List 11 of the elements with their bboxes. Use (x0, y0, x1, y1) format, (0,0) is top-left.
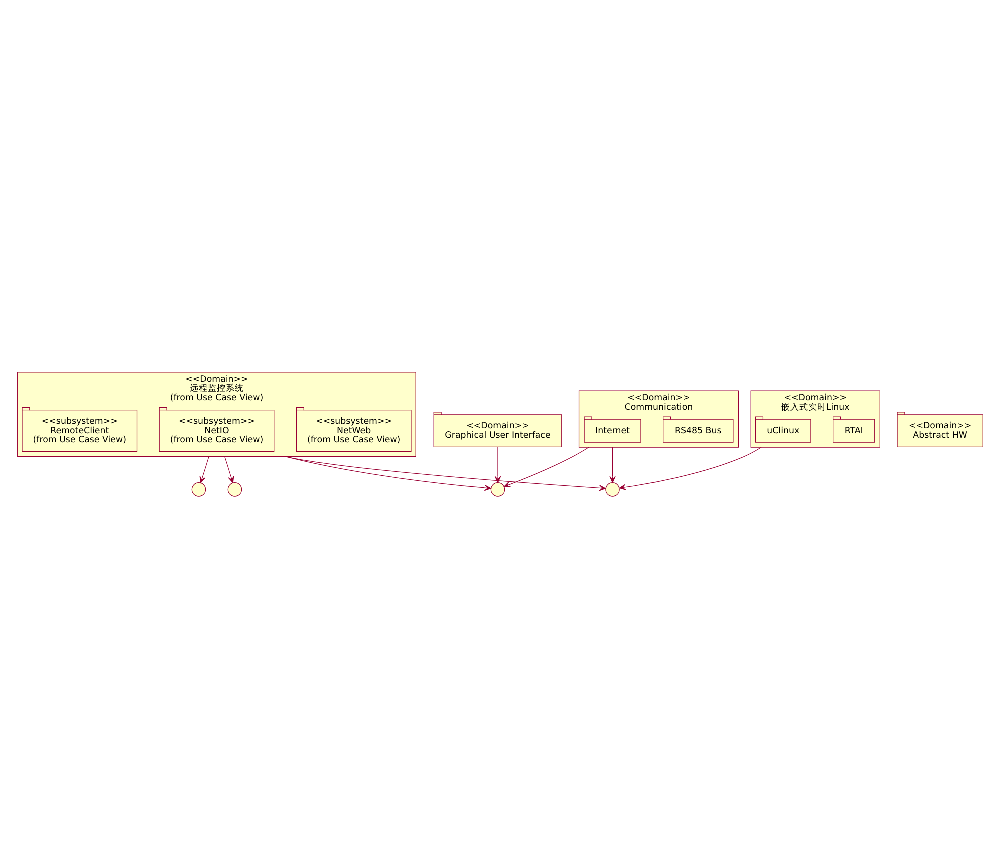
arrow (224, 456, 234, 483)
arrow (610, 446, 616, 483)
node-circle (228, 482, 242, 496)
node-circle (192, 482, 206, 496)
node-circle (606, 482, 620, 496)
arrow (619, 446, 762, 490)
node-circle (490, 482, 506, 496)
arrow (286, 456, 606, 491)
arrow (200, 456, 210, 483)
arrow (504, 446, 590, 488)
arrow (494, 446, 502, 483)
